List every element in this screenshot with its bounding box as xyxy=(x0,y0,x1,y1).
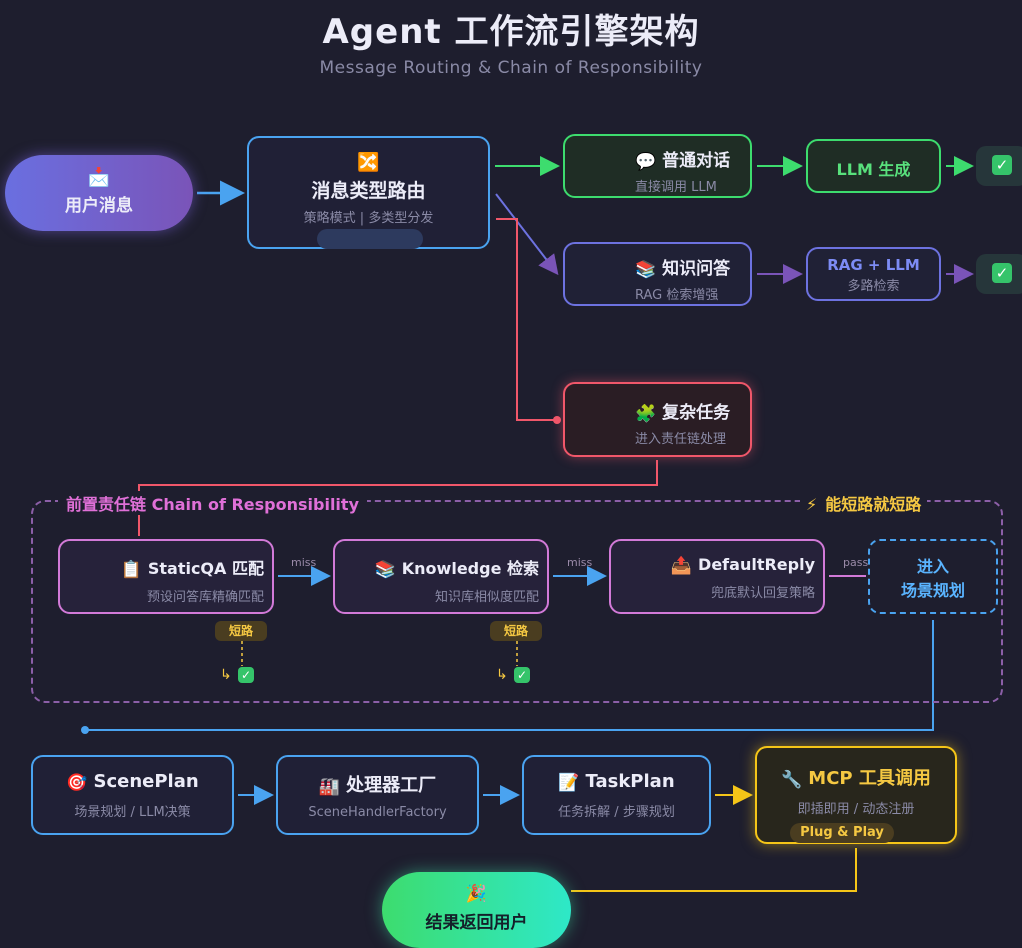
kb-subtitle: RAG 检索增强 xyxy=(635,288,719,303)
router-subtitle: 策略模式 | 多类型分发 xyxy=(303,211,434,226)
rag-llm-title: RAG + LLM xyxy=(827,256,920,274)
scene-plan-node: 🎯ScenePlan 场景规划 / LLM决策 xyxy=(31,755,234,835)
knowledge-title: Knowledge 检索 xyxy=(401,559,539,578)
clipboard-icon: 📋 xyxy=(120,560,142,580)
edge-label-miss: miss xyxy=(291,556,317,569)
page-title: Agent 工作流引擎架构 xyxy=(322,12,700,52)
return-arrow-icon: ↳ xyxy=(496,667,508,683)
shortcut-note-text: 能短路就短路 xyxy=(825,495,922,514)
factory-subtitle: SceneHandlerFactory xyxy=(308,805,447,820)
envelope-icon: 📩 xyxy=(87,167,111,188)
edge-router-complex xyxy=(496,218,556,421)
llm-generate-node: LLM 生成 xyxy=(806,139,941,193)
kb-route-node: 📚知识问答 RAG 检索增强 xyxy=(563,242,752,306)
chain-container xyxy=(31,500,1003,703)
puzzle-icon: 🧩 xyxy=(635,404,657,424)
short-circuit-badge: 短路 xyxy=(215,621,267,641)
scene-plan-title: ScenePlan xyxy=(93,771,199,792)
check-icon: ✓ xyxy=(992,155,1012,175)
chat-route-node: 💬普通对话 直接调用 LLM xyxy=(563,134,752,198)
check-icon: ✓ xyxy=(238,667,254,683)
edge-label-pass: pass xyxy=(843,556,869,569)
chat-title: 普通对话 xyxy=(662,151,731,171)
books-icon: 📚 xyxy=(374,560,396,580)
static-qa-node: 📋 StaticQA 匹配 预设问答库精确匹配 xyxy=(58,539,274,614)
chat-subtitle: 直接调用 LLM xyxy=(635,180,717,195)
knowledge-node: 📚 Knowledge 检索 知识库相似度匹配 xyxy=(333,539,549,614)
edge-mcp-result xyxy=(571,848,857,892)
check-icon: ✓ xyxy=(514,667,530,683)
factory-node: 🏭处理器工厂 SceneHandlerFactory xyxy=(276,755,479,835)
enter-scene-line2: 场景规划 xyxy=(900,581,965,600)
task-plan-node: 📝TaskPlan 任务拆解 / 步骤规划 xyxy=(522,755,711,835)
default-reply-title: DefaultReply xyxy=(698,555,815,574)
chat-done-box: ✓ xyxy=(976,146,1022,186)
kb-title: 知识问答 xyxy=(662,259,731,279)
static-qa-subtitle: 预设问答库精确匹配 xyxy=(146,590,264,605)
lightning-icon: ⚡ xyxy=(806,495,818,514)
enter-scene-node: 进入 场景规划 xyxy=(868,539,998,614)
factory-title: 处理器工厂 xyxy=(346,775,437,796)
complex-subtitle: 进入责任链处理 xyxy=(635,432,727,447)
default-reply-subtitle: 兜底默认回复策略 xyxy=(710,586,815,601)
llm-generate-title: LLM 生成 xyxy=(836,160,911,179)
short-circuit-badge: 短路 xyxy=(490,621,542,641)
wrench-icon: 🔧 xyxy=(781,770,803,790)
router-node: 🔀 消息类型路由 策略模式 | 多类型分发 xyxy=(247,136,490,249)
result-label: 结果返回用户 xyxy=(425,913,528,933)
target-icon: 🎯 xyxy=(66,773,88,793)
inbox-icon: 📤 xyxy=(670,556,693,576)
rag-done-box: ✓ xyxy=(976,254,1022,294)
return-arrow-icon: ↳ xyxy=(220,667,232,683)
user-message-node: 📩 用户消息 xyxy=(5,155,193,231)
plug-and-play-badge: Plug & Play xyxy=(790,823,894,843)
result-node: 🎉 结果返回用户 xyxy=(382,872,571,948)
party-popper-icon: 🎉 xyxy=(465,884,488,904)
speech-bubble-icon: 💬 xyxy=(635,152,657,172)
memo-icon: 📝 xyxy=(558,773,580,793)
shuffle-icon: 🔀 xyxy=(357,152,380,173)
edge-label-miss: miss xyxy=(567,556,593,569)
default-reply-node: 📤 DefaultReply 兜底默认回复策略 xyxy=(609,539,825,614)
router-pill xyxy=(317,229,423,249)
enter-scene-line1: 进入 xyxy=(916,557,949,576)
user-message-label: 用户消息 xyxy=(65,196,133,216)
task-plan-subtitle: 任务拆解 / 步骤规划 xyxy=(558,805,675,820)
mcp-subtitle: 即插即用 / 动态注册 xyxy=(797,802,915,817)
rag-llm-node: RAG + LLM 多路检索 xyxy=(806,247,941,301)
complex-route-node: 🧩复杂任务 进入责任链处理 xyxy=(563,382,752,457)
scene-plan-subtitle: 场景规划 / LLM决策 xyxy=(74,805,191,820)
check-icon: ✓ xyxy=(992,263,1012,283)
edge-router-kb xyxy=(495,193,559,276)
router-title: 消息类型路由 xyxy=(311,180,426,202)
complex-title: 复杂任务 xyxy=(662,403,731,423)
static-qa-title: StaticQA 匹配 xyxy=(147,559,264,578)
books-icon: 📚 xyxy=(635,260,657,280)
knowledge-subtitle: 知识库相似度匹配 xyxy=(434,590,539,605)
factory-icon: 🏭 xyxy=(318,777,341,797)
rag-llm-subtitle: 多路检索 xyxy=(847,279,900,294)
edge-chain-sceneplan xyxy=(85,620,934,731)
task-plan-title: TaskPlan xyxy=(585,771,675,792)
chain-title: 前置责任链 Chain of Responsibility xyxy=(58,491,367,515)
mcp-title: MCP 工具调用 xyxy=(808,768,931,789)
shortcut-note: ⚡ 能短路就短路 xyxy=(800,491,928,515)
page-subtitle: Message Routing & Chain of Responsibilit… xyxy=(319,58,703,78)
